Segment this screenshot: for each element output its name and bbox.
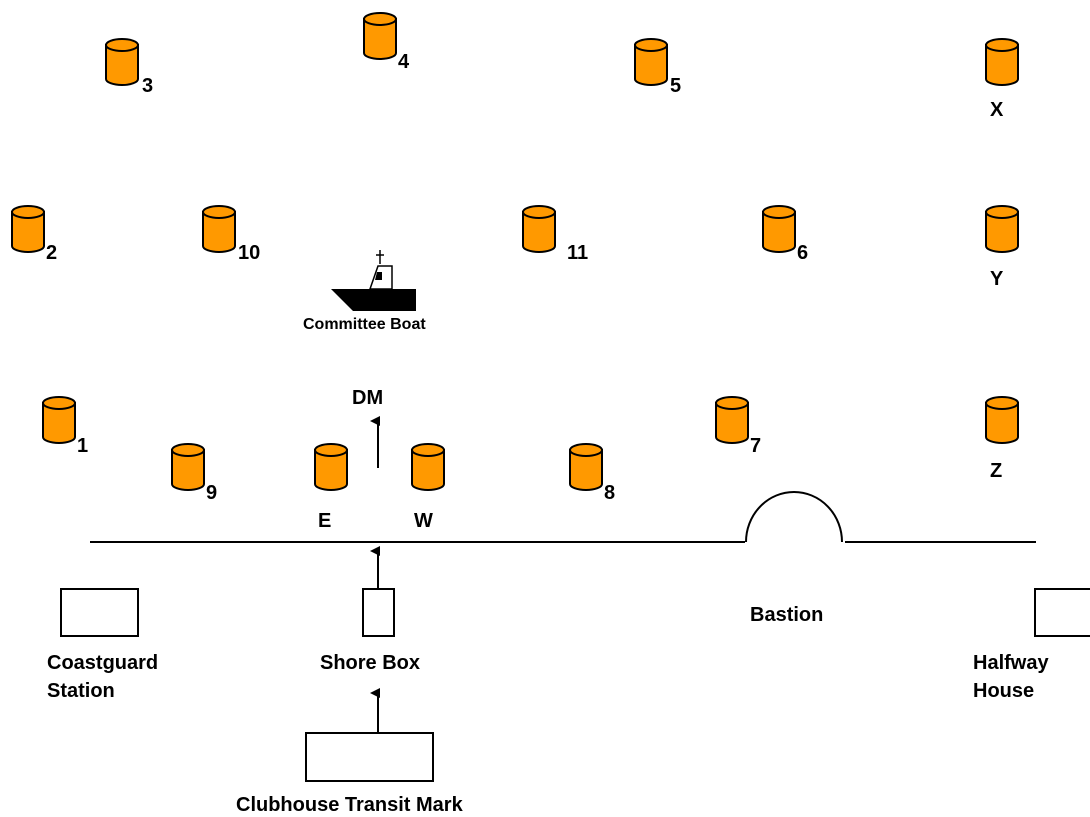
buoy-9: 9 — [171, 443, 217, 504]
dm-label: DM — [352, 387, 383, 409]
shore-box-label: Shore Box — [320, 652, 420, 674]
buoy-11-label: 11 — [567, 242, 588, 264]
coastguard-label-line1: Coastguard — [47, 652, 158, 674]
coastguard-station: Coastguard Station — [47, 588, 158, 702]
halfway-label-line2: House — [973, 680, 1034, 702]
bastion-label: Bastion — [750, 604, 823, 626]
buoy-4: 4 — [363, 12, 410, 73]
shoreline — [90, 491, 1036, 543]
buoy-z-label: Z — [990, 460, 1002, 482]
dm-indicator: DM — [352, 387, 383, 468]
buoy-8-label: 8 — [604, 482, 615, 504]
buoy-5: 5 — [634, 38, 681, 97]
buoy-7: 7 — [715, 396, 761, 457]
clubhouse-label: Clubhouse Transit Mark — [236, 794, 464, 816]
buoy-11: 11 — [522, 205, 588, 264]
buoy-z: Z — [985, 396, 1019, 482]
buoy-3-label: 3 — [142, 75, 153, 97]
buoy-5-label: 5 — [670, 75, 681, 97]
buoy-10-label: 10 — [238, 242, 260, 264]
halfway-house: Halfway House — [973, 588, 1090, 702]
buoy-8: 8 — [569, 443, 615, 504]
buoy-y: Y — [985, 205, 1019, 290]
buoy-w: W — [411, 443, 445, 532]
clubhouse-transit-mark: Clubhouse Transit Mark — [236, 688, 464, 816]
buoy-4-label: 4 — [398, 51, 410, 73]
buoy-6: 6 — [762, 205, 808, 264]
committee-boat-label: Committee Boat — [303, 316, 426, 333]
buoy-e: E — [314, 443, 348, 532]
buoy-10: 10 — [202, 205, 260, 264]
buoy-1-label: 1 — [77, 435, 88, 457]
shore-box: Shore Box — [320, 546, 420, 674]
committee-boat: Committee Boat — [303, 250, 426, 333]
buoy-1: 1 — [42, 396, 88, 457]
buoy-3: 3 — [105, 38, 153, 97]
buoy-7-label: 7 — [750, 435, 761, 457]
coastguard-label-line2: Station — [47, 680, 115, 702]
buoy-x-label: X — [990, 99, 1004, 121]
buoy-2-label: 2 — [46, 242, 57, 264]
buoy-6-label: 6 — [797, 242, 808, 264]
halfway-label-line1: Halfway — [973, 652, 1049, 674]
buoy-x: X — [985, 38, 1019, 121]
buoy-9-label: 9 — [206, 482, 217, 504]
buoy-w-label: W — [414, 510, 433, 532]
buoy-e-label: E — [318, 510, 331, 532]
buoy-y-label: Y — [990, 268, 1004, 290]
buoy-2: 2 — [11, 205, 57, 264]
